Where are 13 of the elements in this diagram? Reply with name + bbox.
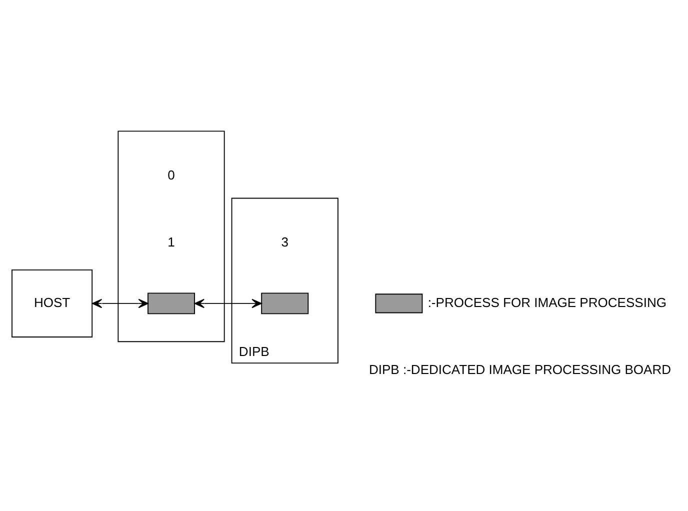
cluster	[118, 130, 225, 342]
node-box	[148, 292, 195, 314]
label: 3	[281, 234, 288, 250]
cluster	[231, 198, 338, 364]
label: 0	[168, 167, 175, 182]
node-box	[261, 292, 309, 314]
legend-label: :-PROCESS FOR IMAGE PROCESSING	[428, 294, 666, 310]
label: DIPB :-DEDICATED IMAGE PROCESSING BOARD	[368, 362, 672, 377]
label: 1	[168, 234, 175, 250]
node-label: DIPB	[238, 344, 270, 359]
node-box: HOST	[12, 269, 93, 338]
arrow	[92, 298, 148, 308]
arrow	[194, 298, 262, 308]
